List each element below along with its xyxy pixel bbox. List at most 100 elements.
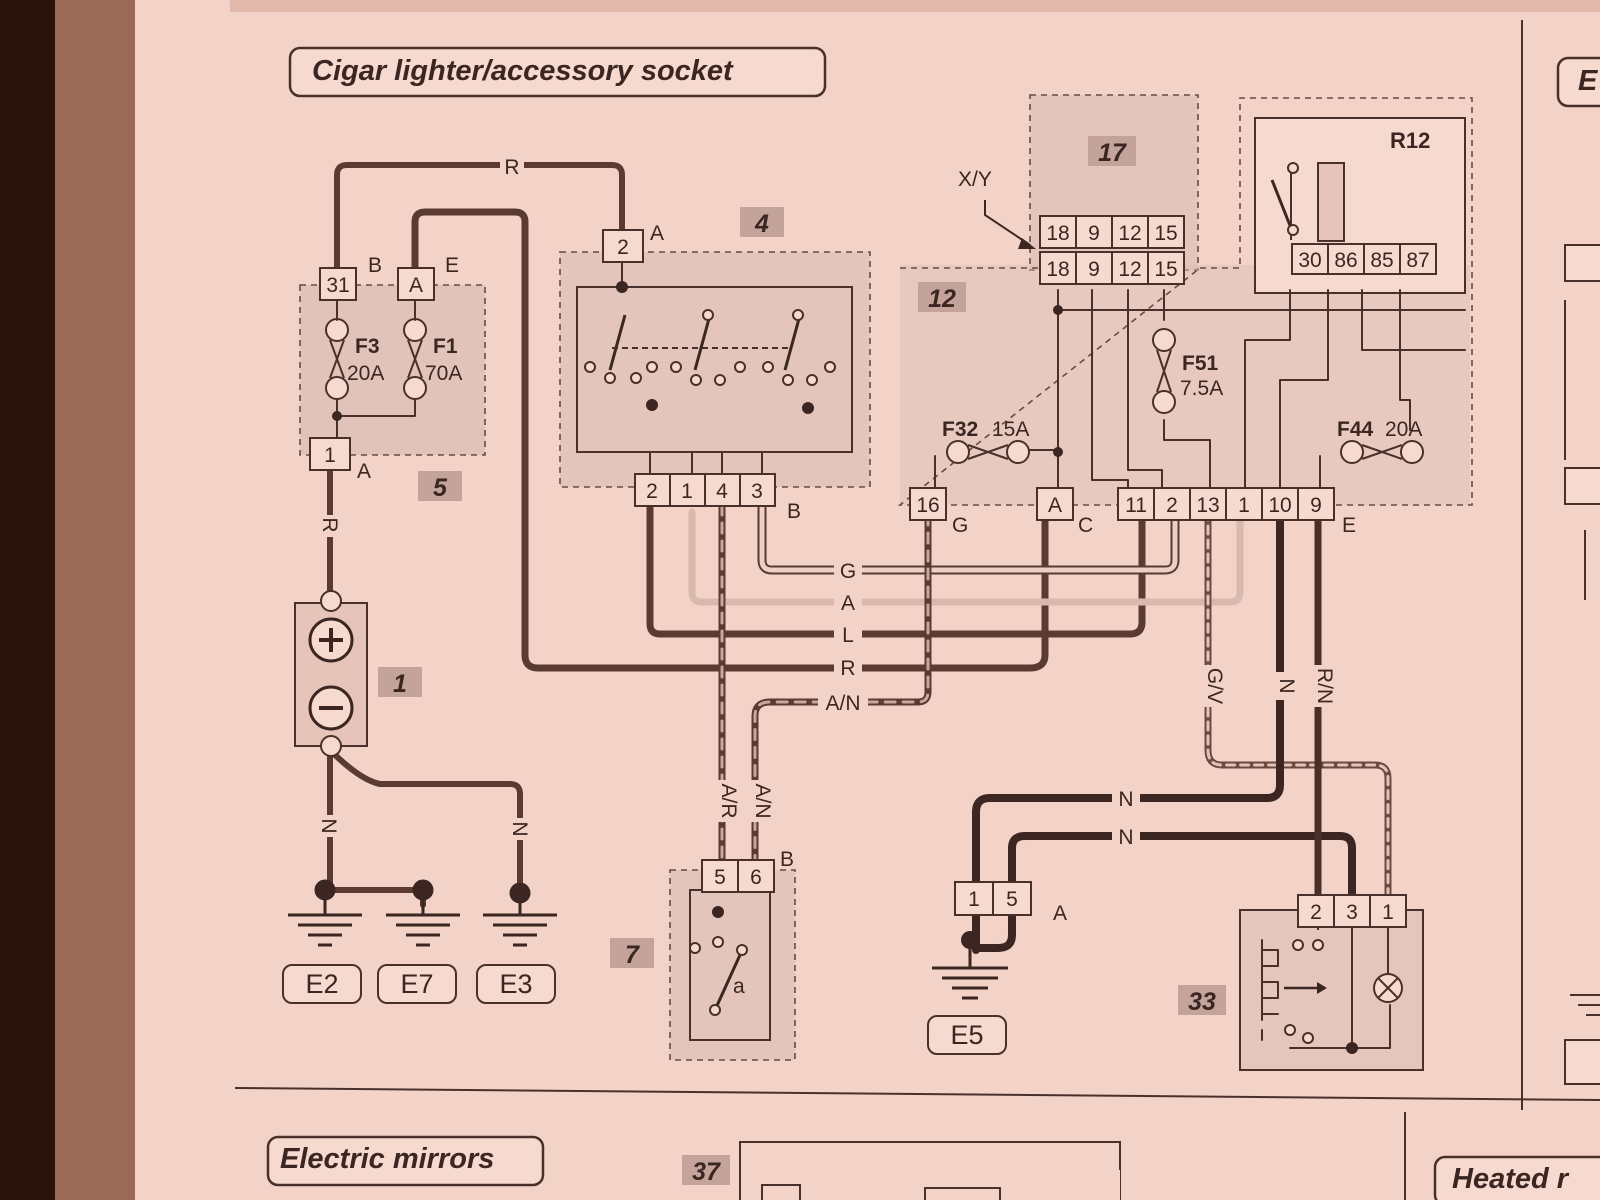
- svg-text:R/N: R/N: [1313, 668, 1336, 704]
- component-tag-33: 33: [1188, 988, 1216, 1016]
- svg-text:A: A: [1048, 494, 1062, 517]
- component-tag-5: 5: [433, 474, 448, 502]
- xy-arrow: [984, 200, 1031, 246]
- fuse-f1: [403, 318, 427, 400]
- svg-text:E: E: [445, 254, 459, 277]
- svg-text:C: C: [1078, 514, 1093, 537]
- adjacent-diagram-fragment: [1564, 244, 1600, 1085]
- fuse-f3: [325, 318, 349, 400]
- svg-text:12: 12: [1118, 222, 1141, 245]
- component-tag-7: 7: [625, 941, 640, 969]
- svg-text:2: 2: [646, 480, 658, 503]
- svg-text:85: 85: [1370, 249, 1393, 272]
- svg-text:N: N: [1118, 788, 1133, 811]
- book-edge: [55, 0, 140, 1200]
- ground-icon: [288, 879, 362, 947]
- svg-text:7.5A: 7.5A: [1180, 377, 1223, 400]
- svg-text:18: 18: [1046, 222, 1069, 245]
- svg-text:3: 3: [1346, 901, 1358, 924]
- svg-text:F44: F44: [1337, 418, 1374, 441]
- fuse-f51: [1152, 328, 1176, 414]
- component-tag-1: 1: [393, 670, 407, 698]
- svg-text:R: R: [840, 657, 855, 680]
- svg-text:9: 9: [1310, 494, 1322, 517]
- svg-text:E: E: [1342, 514, 1356, 537]
- ground-label-e2: E2: [305, 969, 338, 999]
- svg-text:A: A: [841, 592, 855, 615]
- svg-text:87: 87: [1406, 249, 1429, 272]
- svg-text:N: N: [317, 818, 340, 833]
- ground-icon: [483, 882, 557, 947]
- ground-label-e7: E7: [400, 969, 433, 999]
- switch-7-area: [670, 870, 795, 1060]
- svg-text:N: N: [1275, 678, 1298, 693]
- ground-label-e3: E3: [499, 969, 532, 999]
- svg-text:5: 5: [714, 866, 726, 889]
- svg-text:A/N: A/N: [751, 783, 774, 818]
- svg-text:9: 9: [1088, 222, 1100, 245]
- svg-text:Electric mirrors: Electric mirrors: [280, 1143, 494, 1175]
- relay-coil: [1317, 162, 1345, 242]
- svg-text:G/V: G/V: [1203, 668, 1226, 704]
- svg-text:B: B: [787, 500, 801, 523]
- ground-label-e5: E5: [950, 1020, 983, 1050]
- component-tag-17: 17: [1098, 139, 1127, 167]
- svg-text:15: 15: [1154, 258, 1177, 281]
- svg-text:R: R: [318, 517, 341, 532]
- section-divider: [234, 1087, 1600, 1101]
- svg-text:9: 9: [1088, 258, 1100, 281]
- svg-text:1: 1: [1238, 494, 1250, 517]
- svg-text:1: 1: [968, 888, 980, 911]
- svg-text:12: 12: [1118, 258, 1141, 281]
- svg-text:4: 4: [716, 480, 728, 503]
- svg-text:86: 86: [1334, 249, 1357, 272]
- svg-text:A: A: [409, 274, 423, 297]
- svg-text:31: 31: [326, 274, 349, 297]
- svg-text:10: 10: [1268, 494, 1291, 517]
- fuse-f44: [1340, 440, 1424, 464]
- ground-icon: [932, 948, 1008, 1000]
- svg-text:5: 5: [1006, 888, 1018, 911]
- svg-text:16: 16: [916, 494, 939, 517]
- svg-text:70A: 70A: [425, 362, 462, 385]
- svg-text:20A: 20A: [347, 362, 384, 385]
- title-text: Cigar lighter/accessory socket: [312, 55, 734, 87]
- svg-text:F32: F32: [942, 418, 978, 441]
- svg-text:F1: F1: [433, 335, 458, 358]
- component-tag-37: 37: [692, 1158, 721, 1186]
- svg-text:A: A: [1053, 902, 1067, 925]
- svg-text:L: L: [842, 624, 854, 647]
- svg-text:Heated r: Heated r: [1452, 1163, 1570, 1195]
- svg-text:F3: F3: [355, 335, 380, 358]
- svg-text:N: N: [1118, 826, 1133, 849]
- svg-text:N: N: [508, 821, 531, 836]
- svg-text:G: G: [952, 514, 968, 537]
- box-12-area: [900, 265, 1470, 505]
- fuse-box-area: [300, 285, 485, 455]
- svg-text:15: 15: [1154, 222, 1177, 245]
- svg-text:A: A: [357, 460, 371, 483]
- component-tag-4: 4: [754, 210, 769, 238]
- section-title-main: Cigar lighter/accessory socket: [288, 46, 827, 98]
- svg-text:2: 2: [1166, 494, 1178, 517]
- component-tag-12: 12: [928, 285, 956, 313]
- svg-text:18: 18: [1046, 258, 1069, 281]
- svg-text:30: 30: [1298, 249, 1321, 272]
- fuse-f32: [946, 440, 1030, 464]
- section-title-bottom-right: Heated r: [1433, 1155, 1600, 1200]
- xy-label: X/Y: [958, 168, 992, 191]
- relay-label: R12: [1390, 128, 1430, 153]
- section-title-top-right: E: [1556, 56, 1600, 108]
- svg-text:A/R: A/R: [717, 783, 740, 818]
- svg-text:G: G: [840, 560, 856, 583]
- svg-text:15A: 15A: [992, 418, 1029, 441]
- svg-text:B: B: [780, 848, 794, 871]
- svg-text:6: 6: [750, 866, 762, 889]
- svg-text:E: E: [1578, 65, 1599, 97]
- svg-text:R: R: [504, 156, 519, 179]
- svg-text:2: 2: [1310, 901, 1322, 924]
- svg-text:A: A: [650, 222, 664, 245]
- svg-text:11: 11: [1125, 494, 1147, 517]
